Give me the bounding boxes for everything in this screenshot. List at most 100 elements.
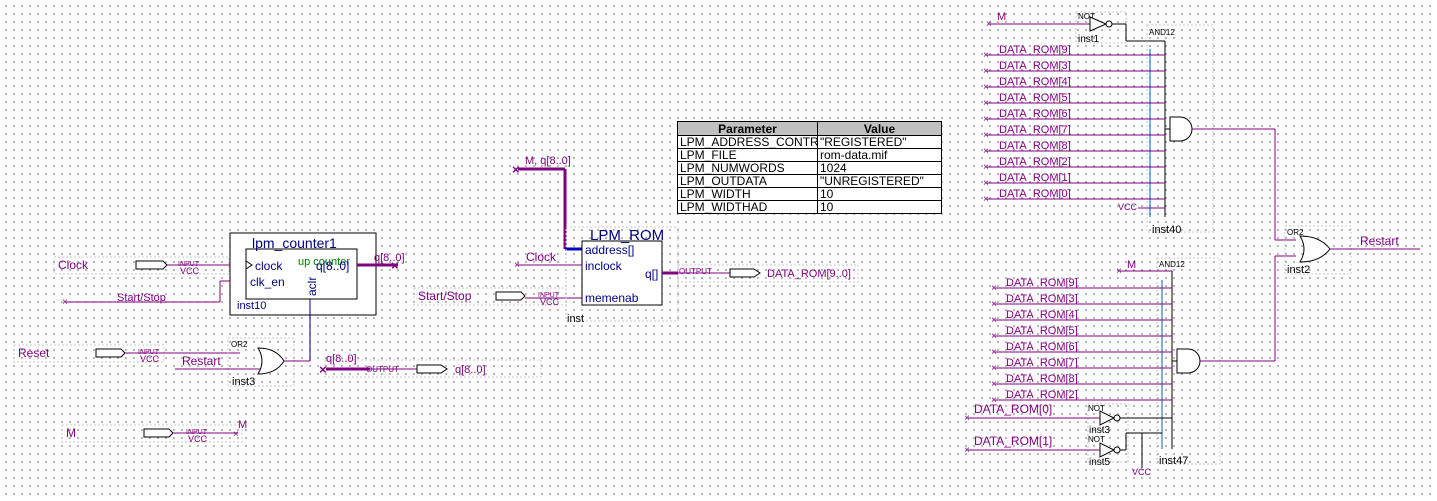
or-gate-restart[interactable]: OR2 Restart inst3 [175, 299, 311, 388]
svg-text:NOT: NOT [1078, 12, 1095, 21]
bottom-data-net[interactable]: ×DATA_ROM[4] [991, 309, 1172, 326]
net-end-marker: × [983, 178, 989, 189]
svg-text:×: × [233, 429, 239, 440]
svg-text:inst2: inst2 [1287, 264, 1310, 276]
net-end-marker: × [983, 194, 989, 205]
counter-q-bus[interactable]: × q[8..0] [357, 252, 405, 273]
svg-text:M, q[8..0]: M, q[8..0] [525, 155, 571, 167]
svg-text:×: × [512, 162, 520, 177]
bottom-data-net[interactable]: ×DATA_ROM[6] [991, 341, 1172, 358]
net-label: DATA_ROM[5] [1006, 325, 1078, 337]
svg-text:clock: clock [255, 259, 283, 273]
net-end-marker: × [983, 162, 989, 173]
net-end-marker: × [983, 98, 989, 109]
top-m-not-gate[interactable]: × M NOT inst1 [986, 11, 1165, 45]
svg-text:DATA_ROM[0]: DATA_ROM[0] [974, 402, 1052, 416]
svg-text:inst3: inst3 [232, 376, 255, 388]
top-data-net[interactable]: ×DATA_ROM[4] [983, 76, 1165, 93]
top-data-net[interactable]: × DATA_ROM[3] [983, 60, 1165, 77]
svg-text:Restart: Restart [1360, 234, 1399, 248]
net-end-marker: × [983, 50, 989, 61]
top-data-net[interactable]: ×DATA_ROM[6] [983, 108, 1165, 125]
top-data-net[interactable]: × DATA_ROM[7] [983, 124, 1165, 141]
clock-input-pin[interactable]: Clock INPUT VCC [53, 256, 248, 276]
clock-pin-label: Clock [58, 258, 89, 272]
svg-text:Reset: Reset [18, 346, 50, 360]
svg-text:OR2: OR2 [1287, 228, 1304, 237]
svg-text:q[8..0]: q[8..0] [374, 252, 405, 264]
svg-text:×: × [986, 19, 992, 30]
net-label: DATA_ROM[7] [999, 124, 1071, 136]
svg-text:Clock: Clock [526, 250, 557, 264]
rom-address-bus[interactable]: × M, q[8..0] [512, 155, 582, 251]
svg-text:M: M [238, 419, 247, 431]
svg-text:inst1: inst1 [1078, 34, 1100, 45]
net-label: DATA_ROM[3] [999, 60, 1071, 72]
svg-text:inst3: inst3 [1089, 425, 1111, 436]
bottom-data-net[interactable]: × DATA_ROM[8] [991, 373, 1172, 390]
svg-text:×: × [62, 297, 68, 308]
top-data-net[interactable]: × DATA_ROM[9] [983, 44, 1165, 61]
counter-title: lpm_counter1 [252, 235, 337, 251]
svg-text:q[8..0]: q[8..0] [316, 259, 349, 273]
top-data-net[interactable]: ×DATA_ROM[1] [983, 172, 1165, 189]
bottom-data-net[interactable]: ×DATA_ROM[9] [991, 277, 1172, 294]
svg-text:Start/Stop: Start/Stop [418, 289, 472, 303]
svg-text:inst: inst [567, 313, 584, 325]
net-end-marker: × [991, 347, 997, 358]
svg-text:Restart: Restart [182, 354, 221, 368]
lpm-counter-block[interactable]: lpm_counter1 clock clk_en up counter q[8… [229, 232, 377, 316]
rom-data-output-pin[interactable]: OUTPUT DATA_ROM[9..0] [662, 264, 859, 283]
svg-text:inst10: inst10 [237, 300, 266, 312]
svg-text:VCC: VCC [180, 266, 200, 276]
start-stop-net[interactable]: × Start/Stop [62, 280, 248, 308]
net-end-marker: × [983, 66, 989, 77]
net-end-marker: × [983, 146, 989, 157]
svg-text:clk_en: clk_en [250, 275, 285, 289]
svg-text:OUTPUT: OUTPUT [679, 267, 712, 276]
top-data-net[interactable]: × DATA_ROM[2] [983, 156, 1165, 173]
bottom-data-net[interactable]: ×DATA_ROM[5] [991, 325, 1172, 342]
svg-text:q[]: q[] [645, 267, 658, 281]
svg-text:AND12: AND12 [1149, 28, 1175, 37]
net-end-marker: × [991, 363, 997, 374]
net-end-marker: × [983, 130, 989, 141]
top-data-net[interactable]: ×DATA_ROM[0] [983, 188, 1165, 205]
svg-text:VCC: VCC [1132, 467, 1152, 477]
top-data-net[interactable]: ×DATA_ROM[8] [983, 140, 1165, 157]
svg-text:DATA_ROM[9..0]: DATA_ROM[9..0] [767, 268, 851, 280]
lpm-rom-block[interactable]: LPM_ROM address[] inclock memenab q[] in… [565, 226, 679, 325]
net-end-marker: × [991, 379, 997, 390]
net-end-marker: × [983, 82, 989, 93]
net-label: DATA_ROM[2] [1006, 389, 1078, 401]
svg-text:inst5: inst5 [1089, 457, 1111, 468]
bottom-data-net[interactable]: ×DATA_ROM[7] [991, 357, 1172, 374]
svg-text:INPUT: INPUT [538, 292, 560, 299]
net-end-marker: × [991, 299, 997, 310]
net-label: DATA_ROM[8] [1006, 373, 1078, 385]
top-data-net[interactable]: ×DATA_ROM[5] [983, 92, 1165, 109]
net-label: DATA_ROM[9] [999, 44, 1071, 56]
svg-text:VCC: VCC [188, 434, 208, 444]
rom-clock-net[interactable]: × Clock [514, 250, 582, 271]
svg-text:address[]: address[] [585, 243, 634, 257]
or-gate-restart-output[interactable]: OR2 inst2 Restart [1284, 225, 1420, 276]
svg-text:q[8..0]: q[8..0] [455, 364, 486, 376]
bottom-data-net[interactable]: ×DATA_ROM[3] [991, 293, 1172, 310]
q-output-pin[interactable]: × q[8..0] OUTPUT q[8..0] [319, 353, 542, 378]
m-input-pin[interactable]: M INPUT VCC × M [61, 419, 247, 444]
svg-text:OR2: OR2 [231, 340, 248, 349]
rom-title: LPM_ROM [590, 227, 664, 244]
reset-input-pin[interactable]: Reset INPUT VCC [13, 344, 240, 364]
start-stop-input-pin[interactable]: Start/Stop INPUT VCC [413, 287, 582, 307]
net-label: DATA_ROM[2] [999, 156, 1071, 168]
bottom-not-gates[interactable]: NOT NOT inst3 inst5 × DATA_ROM[0] × DATA… [964, 402, 1172, 468]
bottom-data-net[interactable]: ×DATA_ROM[2] [991, 389, 1172, 406]
top-and12-gate[interactable]: AND12 VCC inst40 [1118, 24, 1296, 241]
bottom-and12-gate[interactable]: AND12 × M inst47 VCC [1116, 255, 1296, 477]
table-row: LPM_ADDRESS_CONTROL"REGISTERED" [677, 135, 942, 149]
svg-text:×: × [964, 413, 970, 424]
svg-text:AND12: AND12 [1159, 260, 1185, 269]
net-end-marker: × [991, 283, 997, 294]
